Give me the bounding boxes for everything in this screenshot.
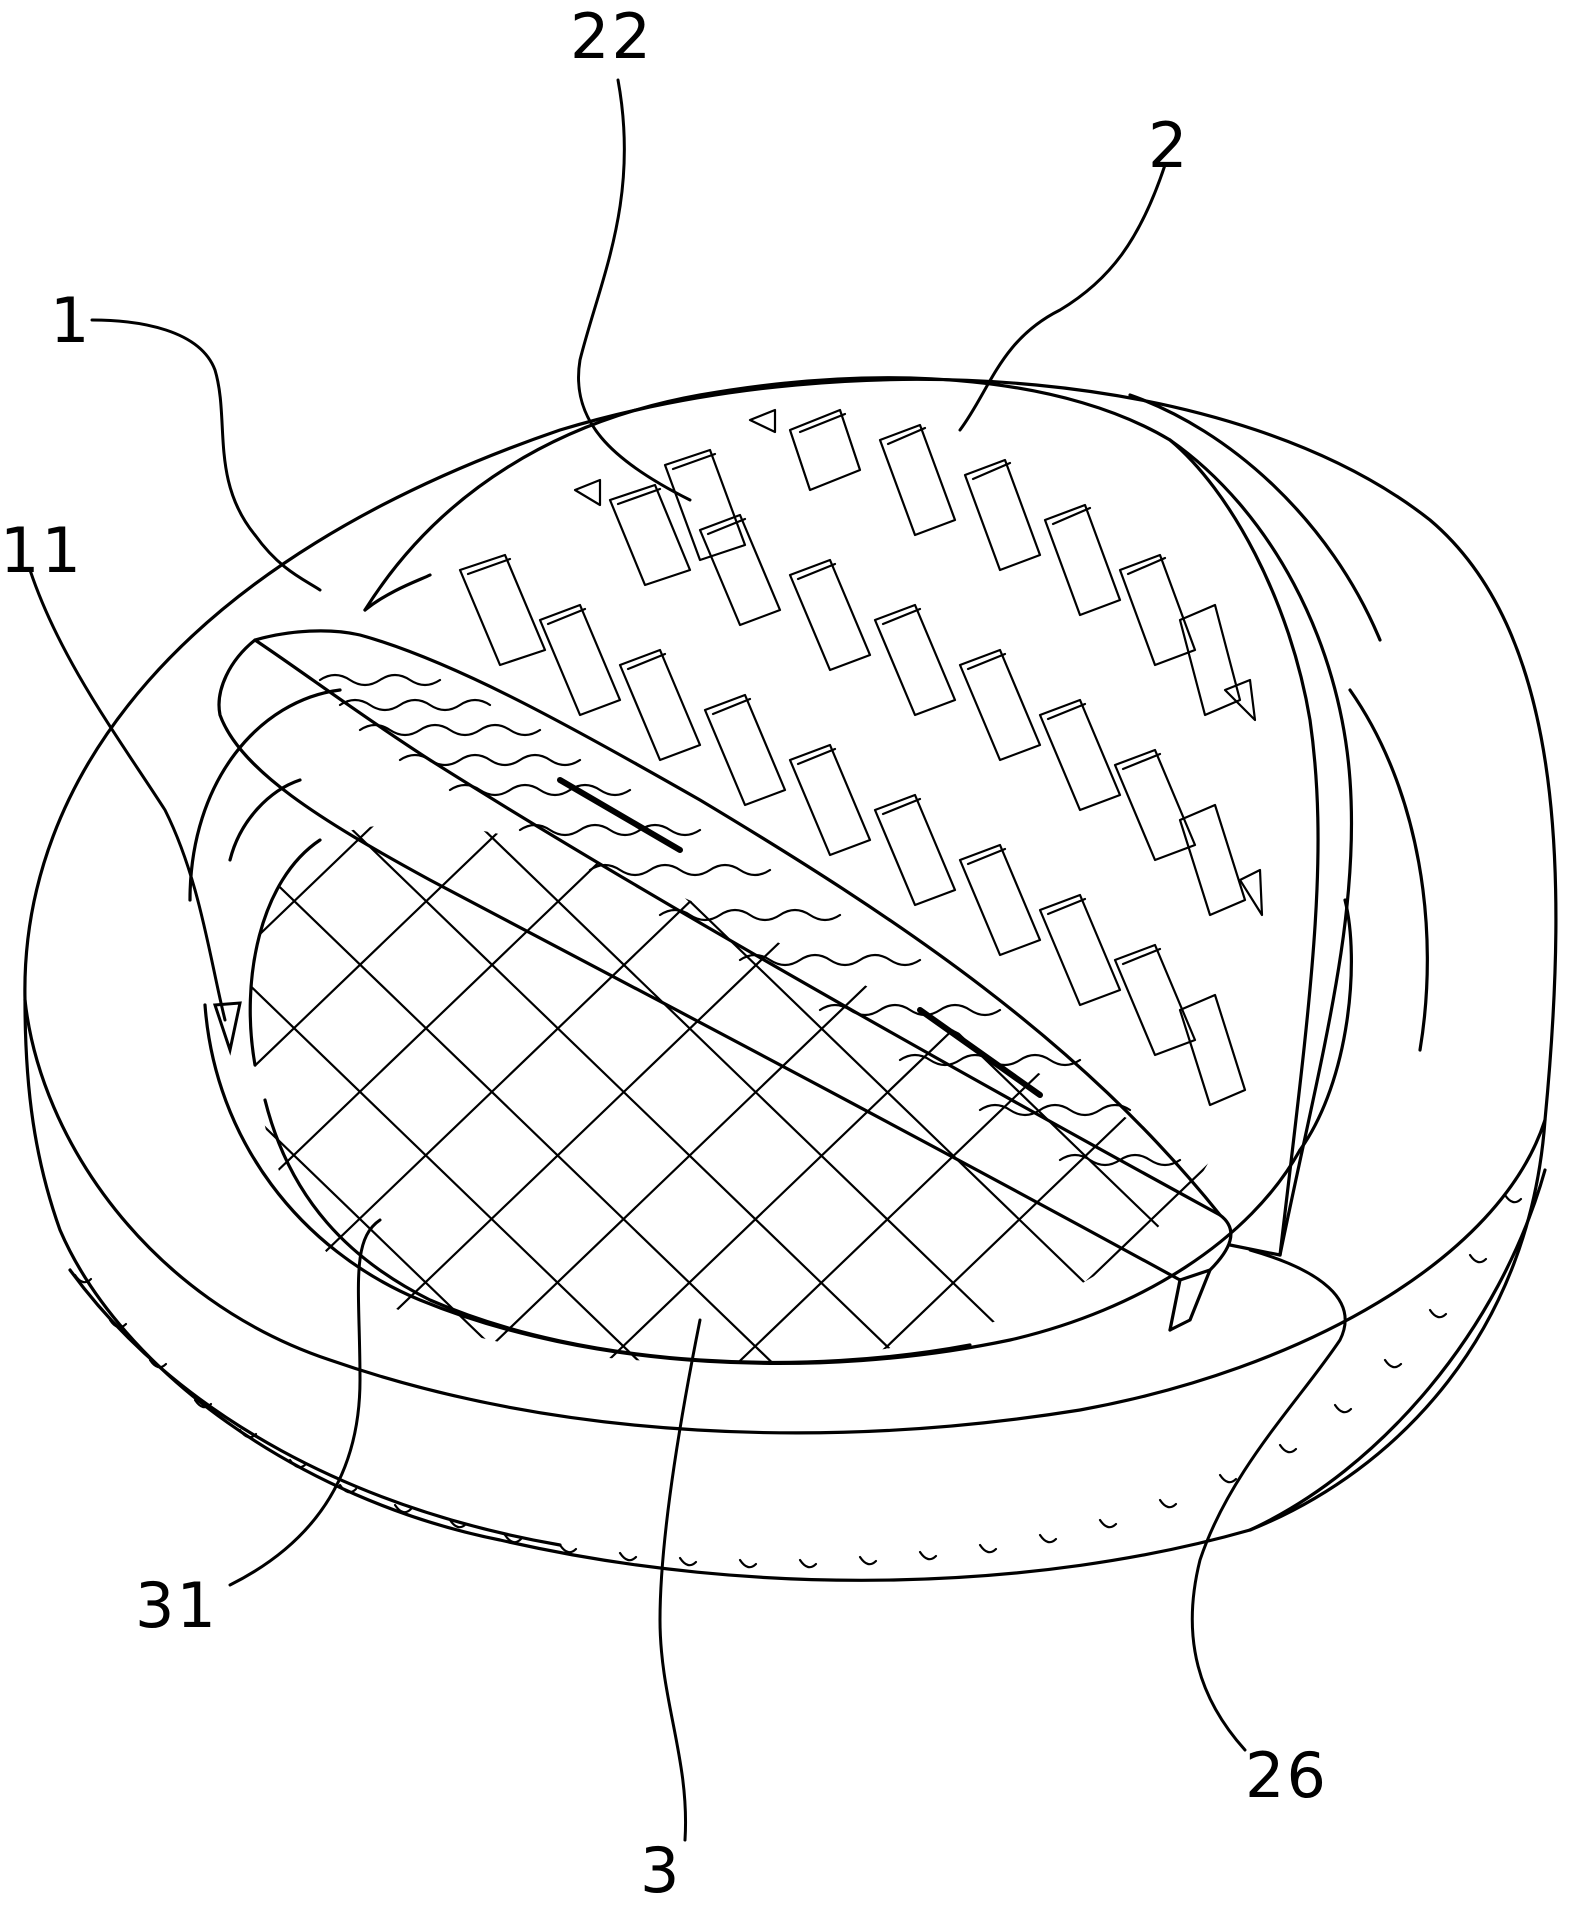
- base-nubs: [73, 1193, 1523, 1569]
- label-2: 2: [1148, 109, 1190, 182]
- label-31: 31: [135, 1569, 218, 1642]
- leader-11: [28, 568, 227, 1022]
- leader-1: [90, 318, 322, 592]
- label-11: 11: [0, 514, 83, 587]
- base-ring: [23, 377, 1558, 1582]
- label-22: 22: [570, 0, 653, 73]
- leader-2: [958, 163, 1167, 432]
- blade-teeth: [318, 673, 1182, 1167]
- blade-plate: [217, 629, 1233, 1332]
- leader-3: [658, 1318, 702, 1842]
- label-3: 3: [640, 1834, 682, 1907]
- leader-11-arrow: [212, 1001, 242, 1056]
- label-1: 1: [50, 284, 92, 357]
- leader-22: [577, 78, 692, 502]
- leader-26: [1190, 1248, 1347, 1752]
- lid-slots: [458, 408, 1264, 1107]
- label-26: 26: [1245, 1739, 1328, 1812]
- leader-31: [228, 1218, 382, 1587]
- press-lid: [363, 376, 1382, 1257]
- leader-lines: [28, 78, 1347, 1842]
